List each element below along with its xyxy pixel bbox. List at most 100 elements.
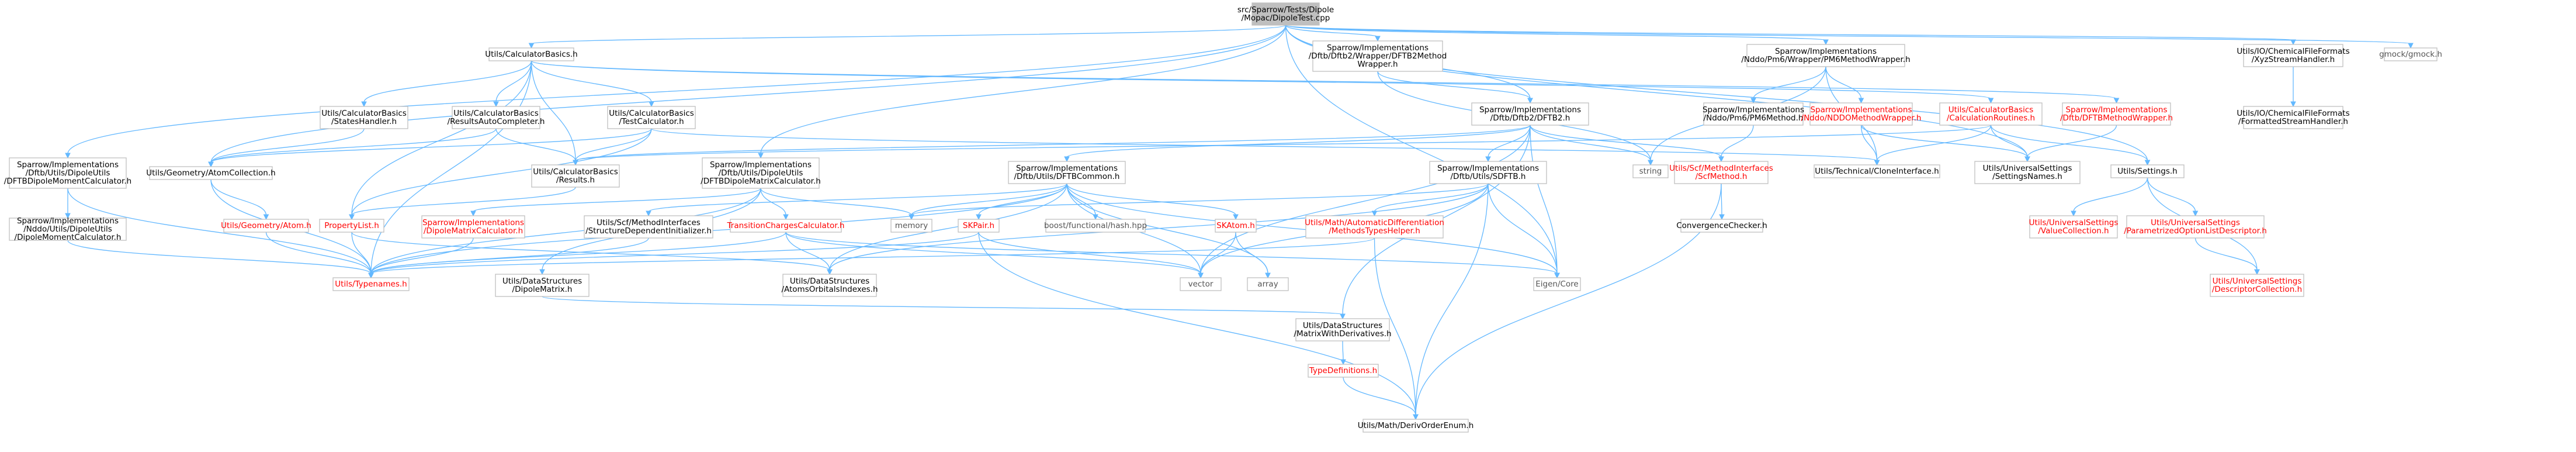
node-label: Utils/CalculatorBasics bbox=[453, 109, 539, 118]
dependency-edge-dftb2wrap-dftb2 bbox=[1377, 71, 1531, 99]
node-resultsauto[interactable]: Utils/CalculatorBasics/ResultsAutoComple… bbox=[448, 106, 545, 129]
node-valuecollection[interactable]: Utils/UniversalSettings/ValueCollection.… bbox=[2029, 215, 2119, 239]
dependency-edge-dftbdipmatrix-transcharges bbox=[760, 188, 786, 216]
node-pm6method[interactable]: Sparrow/Implementations/Nddo/Pm6/PM6Meth… bbox=[1703, 102, 1804, 126]
node-box bbox=[1809, 102, 1913, 126]
node-dftb2[interactable]: Sparrow/Implementations/Dftb/Dftb2/DFTB2… bbox=[1471, 102, 1589, 126]
node-box bbox=[607, 106, 696, 129]
node-label: Utils/UniversalSettings bbox=[2151, 218, 2240, 227]
dependency-edge-transcharges-eigencore bbox=[785, 232, 1558, 274]
node-label: Utils/CalculatorBasics bbox=[1949, 105, 2034, 115]
node-label: /Dftb/Utils/DipoleUtils bbox=[26, 168, 110, 178]
dependency-edge-root-pm6wrap bbox=[1285, 25, 1826, 41]
node-paramlistdesc[interactable]: Utils/UniversalSettings/ParametrizedOpti… bbox=[2124, 215, 2267, 239]
node-skatom[interactable]: SKAtom.h bbox=[1215, 219, 1257, 233]
node-array[interactable]: array bbox=[1247, 277, 1289, 291]
node-formatted[interactable]: Utils/IO/ChemicalFileFormats/FormattedSt… bbox=[2237, 106, 2350, 129]
node-label: /Nddo/Utils/DipoleUtils bbox=[23, 225, 112, 234]
node-box bbox=[1362, 419, 1469, 433]
edge-arrowhead bbox=[909, 214, 914, 220]
node-label: Sparrow/Implementations bbox=[1016, 164, 1118, 173]
node-gmock[interactable]: gmock/gmock.h bbox=[2379, 47, 2442, 61]
node-nddomethodwrapper[interactable]: Sparrow/Implementations/Nddo/NDDOMethodW… bbox=[1801, 102, 1922, 126]
dependency-edge-dftbcommon-typenames bbox=[370, 183, 1067, 274]
node-dftbmethodwrapper[interactable]: Sparrow/Implementations/Dftb/DFTBMethodW… bbox=[2060, 102, 2173, 126]
node-proplist[interactable]: PropertyList.h bbox=[319, 219, 384, 233]
dependency-edge-calcbasics-resultsauto bbox=[495, 60, 532, 103]
edge-arrowhead bbox=[368, 272, 374, 279]
node-matrixderiv[interactable]: Utils/DataStructures/MatrixWithDerivativ… bbox=[1294, 318, 1392, 341]
dependency-edge-dftb2-vector bbox=[1200, 125, 1531, 274]
node-string[interactable]: string bbox=[1632, 164, 1669, 178]
dependency-edge-autodiff-typenames bbox=[370, 237, 1375, 274]
dependency-edge-settings-paramlistdesc bbox=[2147, 177, 2196, 212]
node-transcharges[interactable]: TransitionChargesCalculator.h bbox=[727, 219, 845, 233]
node-settingsnames[interactable]: Utils/UniversalSettings/SettingsNames.h bbox=[1974, 161, 2081, 184]
node-sdftb[interactable]: Sparrow/Implementations/Dftb/Utils/SDFTB… bbox=[1429, 161, 1547, 184]
node-scfmethodinterfaces[interactable]: Utils/Scf/MethodInterfaces/StructureDepe… bbox=[584, 215, 713, 239]
node-calcroutines[interactable]: Utils/CalculatorBasics/CalculationRoutin… bbox=[1939, 102, 2043, 126]
node-nddodipole[interactable]: Sparrow/Implementations/Nddo/Utils/Dipol… bbox=[9, 216, 127, 242]
node-typedefs[interactable]: TypeDefinitions.h bbox=[1308, 364, 1379, 378]
node-dftbdipole[interactable]: Sparrow/Implementations/Dftb/Utils/Dipol… bbox=[4, 157, 131, 189]
dependency-edge-dipmatcalc-typenames bbox=[370, 237, 474, 274]
node-typenames[interactable]: Utils/Typenames.h bbox=[332, 277, 410, 291]
node-label: Utils/IO/ChemicalFileFormats bbox=[2237, 47, 2349, 56]
node-eigencore[interactable]: Eigen/Core bbox=[1533, 277, 1581, 291]
node-testcalc[interactable]: Utils/CalculatorBasics/TestCalculator.h bbox=[607, 106, 696, 129]
node-box bbox=[488, 47, 574, 61]
node-results[interactable]: Utils/CalculatorBasics/Results.h bbox=[531, 164, 620, 188]
node-memory[interactable]: memory bbox=[890, 219, 932, 233]
node-box bbox=[1045, 219, 1146, 233]
dependency-edge-dftb2-eigencore bbox=[1530, 125, 1558, 274]
node-settings[interactable]: Utils/Settings.h bbox=[2110, 164, 2185, 178]
node-scfmethod[interactable]: Utils/Scf/MethodInterfaces/ScfMethod.h bbox=[1669, 161, 1773, 184]
node-dipmatcalc[interactable]: Sparrow/Implementations/DipoleMatrixCalc… bbox=[421, 215, 525, 239]
node-box bbox=[149, 166, 273, 180]
node-desccollection[interactable]: Utils/UniversalSettings/DescriptorCollec… bbox=[2210, 274, 2304, 297]
node-box bbox=[584, 215, 713, 239]
node-calcbasics[interactable]: Utils/CalculatorBasics.h bbox=[485, 47, 578, 61]
node-box bbox=[1215, 219, 1257, 233]
node-boostflash[interactable]: boost/functional/hash.hpp bbox=[1044, 219, 1147, 233]
node-atomcoll[interactable]: Utils/Geometry/AtomCollection.h bbox=[146, 166, 276, 180]
node-skpair[interactable]: SKPair.h bbox=[958, 219, 1000, 233]
node-dftb2wrap[interactable]: Sparrow/Implementations/Dftb/Dftb2/Wrapp… bbox=[1309, 40, 1447, 72]
node-vector[interactable]: vector bbox=[1180, 277, 1222, 291]
node-convchecker[interactable]: ConvergenceChecker.h bbox=[1676, 219, 1767, 233]
dependency-edge-dftb2-string bbox=[1530, 125, 1651, 161]
node-label: /Dftb/Dftb2/DFTB2.h bbox=[1490, 113, 1570, 123]
node-derivorder[interactable]: Utils/Math/DerivOrderEnum.h bbox=[1358, 419, 1474, 433]
edge-arrowhead bbox=[976, 214, 982, 220]
node-label: Utils/UniversalSettings bbox=[1983, 164, 2072, 173]
node-dftbcommon[interactable]: Sparrow/Implementations/Dftb/Utils/DFTBC… bbox=[1008, 161, 1126, 184]
node-label: /Results.h bbox=[556, 175, 595, 185]
edge-arrowhead bbox=[1198, 272, 1204, 279]
dependency-edge-root-dftbdipmatrix bbox=[760, 25, 1287, 154]
node-box bbox=[1674, 161, 1769, 184]
node-atom[interactable]: Utils/Geometry/Atom.h bbox=[221, 219, 311, 233]
node-box bbox=[9, 218, 127, 241]
edge-arrowhead bbox=[528, 43, 535, 49]
node-box bbox=[531, 164, 620, 188]
node-label: string bbox=[1639, 167, 1662, 176]
node-label: vector bbox=[1188, 280, 1214, 289]
node-label: Utils/Geometry/Atom.h bbox=[221, 221, 311, 230]
node-atomsorbitals[interactable]: Utils/DataStructures/AtomsOrbitalsIndexe… bbox=[781, 274, 878, 297]
node-label: Utils/Math/AutomaticDifferentiation bbox=[1305, 218, 1444, 227]
node-stateshandler[interactable]: Utils/CalculatorBasics/StatesHandler.h bbox=[320, 106, 408, 129]
node-autodiff[interactable]: Utils/Math/AutomaticDifferentiation/Meth… bbox=[1305, 215, 1444, 239]
node-label: Eigen/Core bbox=[1535, 280, 1579, 289]
node-xyz[interactable]: Utils/IO/ChemicalFileFormats/XyzStreamHa… bbox=[2237, 44, 2350, 67]
edge-arrowhead bbox=[1064, 156, 1070, 163]
node-label: /DFTBDipoleMatrixCalculator.h bbox=[701, 177, 821, 186]
node-pm6wrap[interactable]: Sparrow/Implementations/Nddo/Pm6/Wrapper… bbox=[1741, 44, 1911, 67]
edge-arrowhead bbox=[2024, 156, 2030, 163]
edge-arrowhead bbox=[65, 153, 71, 159]
node-dftbdipmatrix[interactable]: Sparrow/Implementations/Dftb/Utils/Dipol… bbox=[701, 157, 821, 189]
dependency-edge-sdftb-autodiff bbox=[1374, 183, 1489, 212]
edge-arrowhead bbox=[1874, 160, 1880, 166]
node-cloneinterface[interactable]: Utils/Technical/CloneInterface.h bbox=[1814, 164, 1940, 178]
node-dipolematrix[interactable]: Utils/DataStructures/DipoleMatrix.h bbox=[495, 274, 590, 297]
edge-arrowhead bbox=[1265, 272, 1271, 279]
